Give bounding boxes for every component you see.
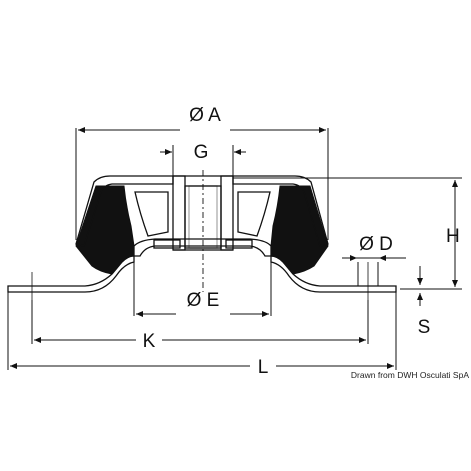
credit-text: Drawn from DWH Osculati SpA <box>351 370 469 380</box>
label-k: K <box>143 331 156 352</box>
label-diameter-e: Ø E <box>187 290 220 311</box>
label-diameter-d: Ø D <box>359 234 393 255</box>
rubber-left <box>75 185 135 275</box>
label-s: S <box>418 317 431 338</box>
rubber-right <box>270 185 329 275</box>
mount-body <box>7 170 397 300</box>
label-l: L <box>258 357 269 378</box>
base-plate <box>7 255 135 293</box>
label-diameter-a: Ø A <box>189 105 221 126</box>
label-h: H <box>446 226 460 247</box>
dimension-lines <box>7 127 462 370</box>
label-g: G <box>194 142 209 163</box>
